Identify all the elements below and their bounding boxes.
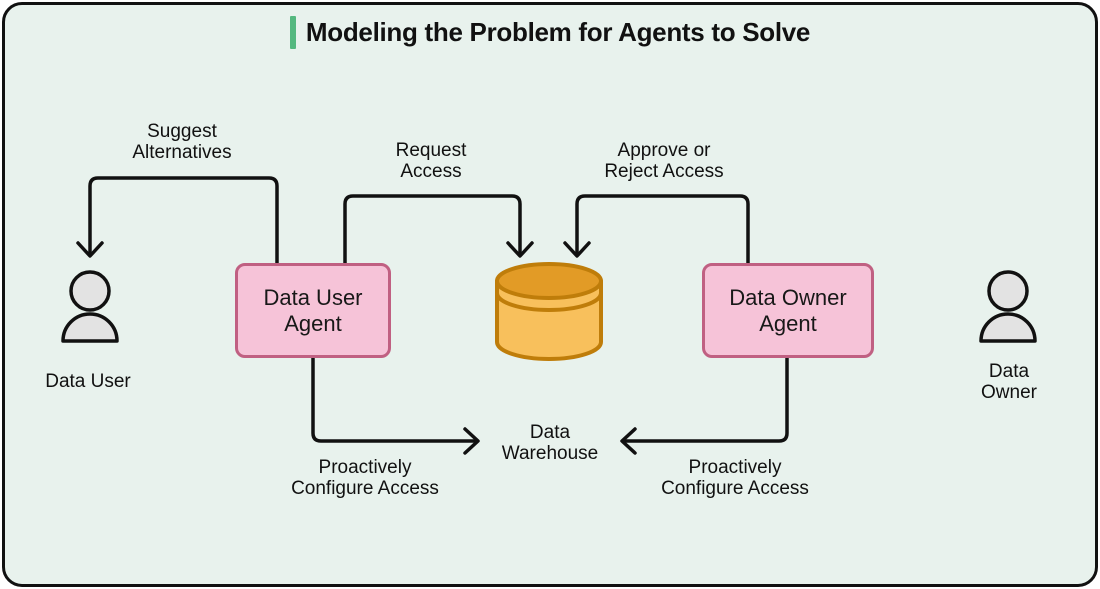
data-owner-agent-node: Data Owner Agent — [702, 263, 874, 358]
arrowhead-down-icon — [76, 241, 104, 258]
edge-label-suggest-alternatives: Suggest Alternatives — [132, 121, 232, 163]
data-user-agent-label-line2: Agent — [284, 310, 342, 336]
data-user-label: Data User — [45, 371, 131, 392]
database-icon — [495, 262, 603, 361]
diagram-title: Modeling the Problem for Agents to Solve — [305, 17, 811, 47]
edge-label-configure-access-right: Proactively Configure Access — [661, 457, 809, 499]
arrowhead-right-icon — [463, 427, 480, 455]
arrowhead-down-icon — [506, 241, 534, 258]
edge-label-approve-reject-access: Approve or Reject Access — [604, 140, 724, 182]
data-warehouse-label: Data Warehouse — [501, 422, 599, 464]
data-user-person-icon — [61, 270, 119, 343]
arrowhead-down-icon — [563, 241, 591, 258]
arrow-request-access — [343, 194, 534, 265]
data-owner-agent-label-line2: Agent — [759, 310, 817, 336]
arrow-suggest-alternatives — [76, 176, 279, 265]
arrow-configure-access-right — [620, 355, 789, 455]
data-owner-person-icon — [979, 270, 1037, 343]
arrow-approve-reject-access — [563, 194, 750, 265]
diagram-header: Modeling the Problem for Agents to Solve — [0, 16, 1100, 49]
data-owner-agent-label-line1: Data Owner — [729, 284, 847, 310]
data-user-agent-label-line1: Data User — [263, 284, 363, 310]
arrowhead-left-icon — [620, 427, 637, 455]
green-accent-bar — [289, 16, 296, 49]
data-user-agent-node: Data User Agent — [235, 263, 391, 358]
data-owner-label: Data Owner — [981, 361, 1037, 403]
edge-label-request-access: Request Access — [395, 140, 467, 182]
arrow-configure-access-left — [311, 355, 480, 455]
edge-label-configure-access-left: Proactively Configure Access — [291, 457, 439, 499]
